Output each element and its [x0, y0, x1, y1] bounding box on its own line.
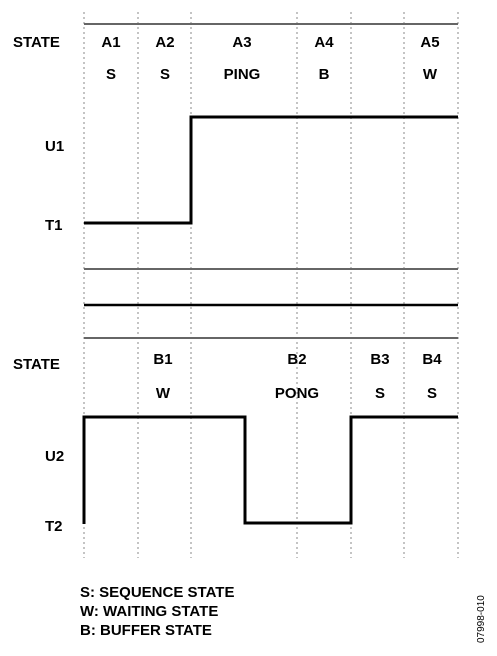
- cell-state: S: [106, 66, 116, 83]
- cell-state: S: [427, 385, 437, 402]
- cell-name: B4: [422, 351, 442, 368]
- cell-name: A1: [101, 34, 120, 51]
- t2-label: T2: [45, 518, 63, 535]
- cell-state: W: [423, 66, 438, 83]
- t1-label: T1: [45, 217, 63, 234]
- legend-sequence-state: S: SEQUENCE STATE: [80, 584, 235, 601]
- top-state-label: STATE: [13, 34, 60, 51]
- legend-buffer-state: B: BUFFER STATE: [80, 622, 212, 639]
- bottom-waveform: [82, 415, 458, 525]
- cell-state: S: [375, 385, 385, 402]
- cell-name: A5: [420, 34, 439, 51]
- cell-name: A3: [232, 34, 251, 51]
- legend-waiting-state: W: WAITING STATE: [80, 603, 219, 620]
- cell-state: PONG: [275, 385, 319, 402]
- cell-name: A4: [314, 34, 334, 51]
- cell-state: B: [319, 66, 330, 83]
- cell-state: W: [156, 385, 171, 402]
- u1-label: U1: [45, 138, 64, 155]
- timing-diagram: STATE U1 T1 A1 S A2 S A3 PING A4 B A5 W …: [13, 12, 459, 558]
- cell-name: A2: [155, 34, 174, 51]
- u2-label: U2: [45, 448, 64, 465]
- cell-name: B1: [153, 351, 172, 368]
- bottom-state-label: STATE: [13, 356, 60, 373]
- dotted-gridlines: [83, 12, 459, 558]
- cell-name: B2: [287, 351, 306, 368]
- cell-state: PING: [224, 66, 261, 83]
- figure-id: 07998-010: [476, 595, 487, 643]
- top-waveform: [84, 115, 458, 225]
- cell-name: B3: [370, 351, 389, 368]
- cell-state: S: [160, 66, 170, 83]
